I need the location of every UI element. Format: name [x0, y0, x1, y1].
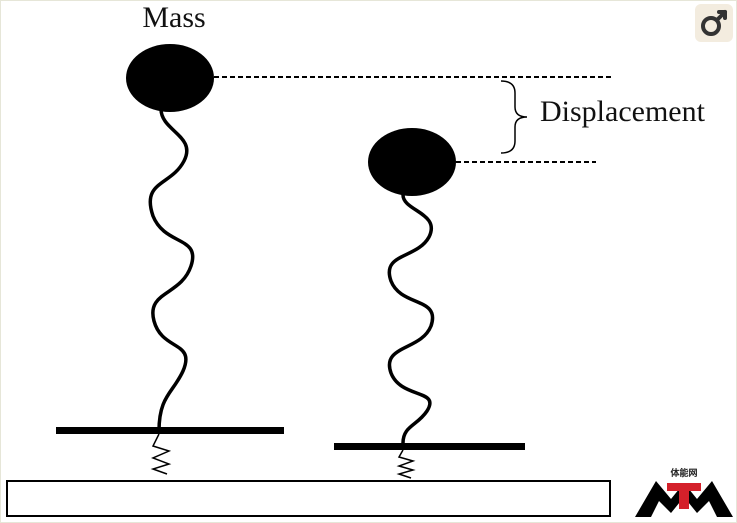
venus-mars-style-icon	[701, 10, 727, 36]
coil-right	[396, 449, 416, 479]
coil-left	[150, 433, 172, 475]
mass-right	[368, 128, 456, 196]
ground-base	[6, 480, 611, 517]
displacement-brace	[500, 80, 528, 154]
platform-right	[334, 443, 525, 450]
spring-right	[387, 193, 435, 445]
corner-button[interactable]	[695, 4, 733, 42]
mass-left	[126, 44, 214, 112]
displacement-label: Displacement	[540, 95, 706, 128]
logo-caption: 体能网	[670, 467, 697, 479]
brand-logo-icon: 体能网	[635, 467, 733, 517]
mass-label: Mass	[142, 1, 205, 34]
spring-left	[148, 107, 195, 433]
platform-left	[56, 427, 284, 434]
